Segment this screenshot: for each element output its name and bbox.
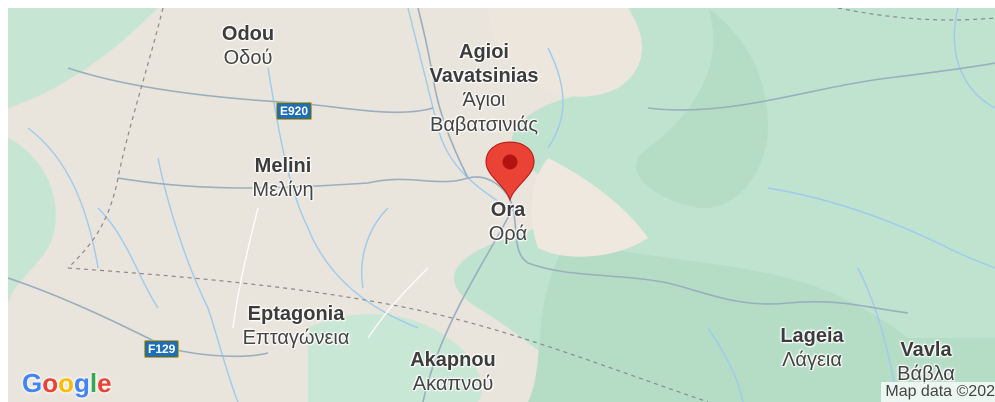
place-name-en: Akapnou	[410, 349, 496, 371]
logo-letter: g	[74, 368, 90, 398]
place-label-agioi-vavatsinias[interactable]: Agioi Vavatsinias Άγιοι Βαβατσινιάς	[409, 40, 559, 138]
place-label-ora[interactable]: Ora Ορά	[489, 200, 528, 244]
place-label-eptagonia[interactable]: Eptagonia Επταγώνεια	[243, 304, 350, 348]
place-name-en: Agioi Vavatsinias	[429, 41, 539, 87]
logo-letter: G	[22, 368, 43, 398]
place-label-vavla[interactable]: Vavla Βάβλα	[897, 340, 955, 384]
map-canvas[interactable]: Odou Οδού Agioi Vavatsinias Άγιοι Βαβατσ…	[8, 8, 995, 402]
place-name-en: Ora	[490, 199, 526, 221]
place-label-akapnou[interactable]: Akapnou Ακαπνού	[410, 350, 496, 394]
place-name-en: Melini	[254, 155, 312, 177]
place-name-en: Odou	[221, 23, 275, 45]
place-label-melini[interactable]: Melini Μελίνη	[252, 156, 313, 200]
place-name-gr: Ορά	[488, 223, 528, 245]
logo-letter: o	[42, 368, 59, 398]
map-attribution[interactable]: Map data ©202	[881, 382, 995, 402]
place-name-gr: Βάβλα	[897, 363, 955, 385]
place-name-gr: Οδού	[223, 47, 273, 69]
place-name-en: Lageia	[780, 325, 844, 347]
google-logo[interactable]: Google	[22, 368, 112, 399]
place-label-lageia[interactable]: Lageia Λάγεια	[780, 326, 843, 370]
logo-letter: o	[58, 368, 75, 398]
logo-letter: l	[89, 368, 98, 398]
place-name-gr: Ακαπνού	[412, 373, 494, 395]
place-name-gr: Λάγεια	[782, 349, 842, 371]
logo-letter: e	[97, 368, 112, 398]
place-name-en: Vavla	[900, 339, 952, 361]
map-terrain	[8, 8, 995, 402]
place-name-gr: Άγιοι Βαβατσινιάς	[429, 89, 539, 136]
place-name-gr: Μελίνη	[252, 179, 314, 201]
road-shield-e920: E920	[276, 102, 313, 120]
map-pin-icon[interactable]	[482, 140, 538, 204]
place-name-gr: Επταγώνεια	[242, 327, 350, 349]
place-name-en: Eptagonia	[247, 303, 345, 325]
road-shield-f129: F129	[144, 340, 180, 358]
place-label-odou[interactable]: Odou Οδού	[222, 24, 274, 68]
